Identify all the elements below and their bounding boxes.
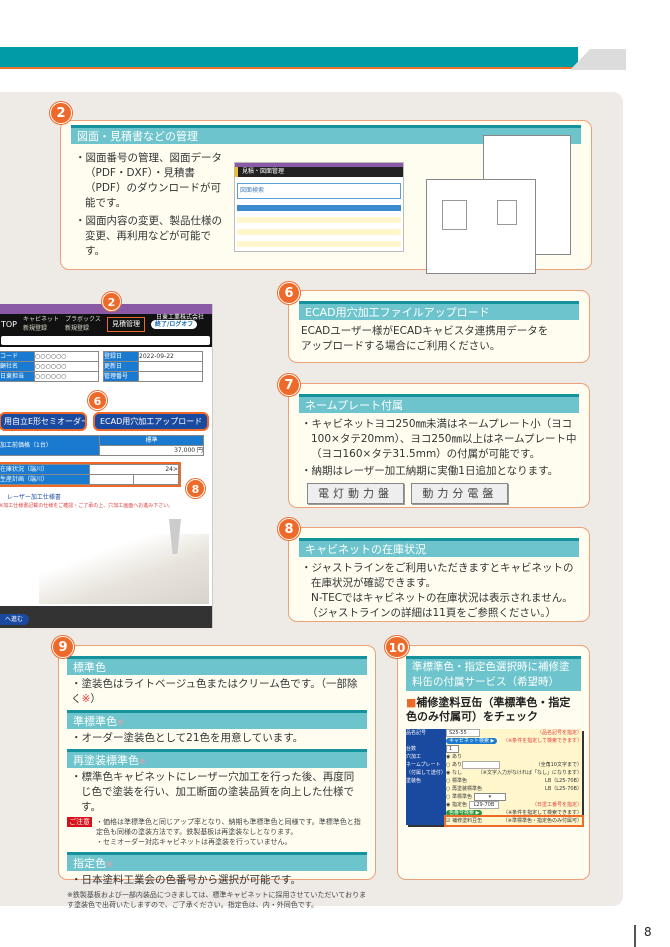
price-table: 加工前価格（1台）標準 37,000 円 bbox=[0, 435, 204, 456]
semi-order-button[interactable]: 用自立E形セミオーダー bbox=[0, 412, 87, 431]
next-button[interactable]: へ進む bbox=[0, 614, 30, 625]
section-8-bullet: ・ジャストラインをご利用いただきますとキャビネットの在庫状況が確認できます。 bbox=[301, 562, 574, 589]
laser-machine-image bbox=[39, 534, 209, 604]
estimate-management-screenshot: 見積・図面管理 図面検索 bbox=[234, 162, 404, 252]
section-6-title: ECAD用穴加工ファイルアップロード bbox=[299, 301, 579, 320]
specified-color-title: 指定色※ bbox=[67, 852, 367, 871]
section-6-text: アップロードする場合にご利用ください。 bbox=[301, 340, 501, 352]
shot-title: 見積・図面管理 bbox=[235, 167, 403, 177]
section-2-box: 図面・見積書などの管理 ・図面番号の管理、図面データ（PDF・DXF）・見積書（… bbox=[60, 120, 592, 274]
section-6-badge: 6 bbox=[278, 282, 300, 304]
semi-standard-color-title: 準標準色※ bbox=[67, 710, 367, 729]
ecad-upload-button[interactable]: ECAD用穴加工アップロード bbox=[93, 412, 210, 431]
stock-table: 在庫状況（端川）24> 生産計画（端川） bbox=[0, 462, 181, 487]
nav-cabinet[interactable]: キャビネット新規登録 bbox=[23, 316, 60, 332]
semi-standard-color-text: ・オーダー塗装色として21色を用意しています。 bbox=[71, 732, 304, 744]
section-7-badge: 7 bbox=[278, 374, 300, 396]
logout-button[interactable]: 終了/ログオフ bbox=[151, 319, 198, 329]
info-table-left: コード○○○○○○ 顧社名○○○○○○ 日東担当○○○○○○ bbox=[0, 351, 99, 382]
plate-no-radio[interactable]: ◉ なし （※文字入力がなければ「なし」になります） bbox=[446, 770, 582, 776]
section-7-title: ネームプレート付属 bbox=[299, 394, 579, 413]
section-2-badge: 2 bbox=[50, 102, 72, 124]
section-7-bullet: ・キャビネットヨコ250㎜未満はネームプレート小（ヨコ100×タテ20mm）、ヨ… bbox=[301, 418, 577, 460]
nameplate-sample: 動力分電盤 bbox=[411, 483, 509, 504]
laser-head-image bbox=[169, 519, 181, 554]
spec-note: ※加工仕様書記載の仕様をご確認・ご了承の上、穴加工画面へお進み下さい。 bbox=[0, 503, 174, 509]
section-6-text: ECADユーザー様がECADキャビスタ連携用データを bbox=[301, 325, 549, 337]
portal-badge-2: 2 bbox=[102, 292, 121, 311]
repaint-color-text: ・標準色キャビネットにレーザー穴加工を行った後、再度同じ色で塗装を行い、加工断面… bbox=[71, 771, 355, 813]
paint-specified-radio[interactable]: ◉ 指定色 L29-70B（日塗工番号を指定） bbox=[446, 801, 582, 809]
shot-search: 図面検索 bbox=[237, 183, 401, 199]
laser-spec-link[interactable]: レーザー加工仕様書 bbox=[7, 494, 61, 501]
plate-yes-radio[interactable]: ○ あり （全角10文字まで） bbox=[446, 761, 582, 769]
section-2-title: 図面・見積書などの管理 bbox=[71, 125, 581, 144]
page-divider bbox=[634, 925, 636, 947]
caution-label: ご注意 bbox=[67, 817, 92, 827]
order-form: 品名記号 S25-55 （品名記号を指定） キャビネット検索 ▶ （※条件を指定… bbox=[406, 729, 584, 827]
portal-badge-8: 8 bbox=[186, 479, 205, 498]
section-9-box: 標準色 ・塗装色はライトベージュ色またはクリーム色です。（一部除く※） 準標準色… bbox=[58, 645, 376, 909]
standard-color-text: ・塗装色はライトベージュ色またはクリーム色です。（一部除く bbox=[71, 678, 358, 705]
caution-note: ・セミオーダー対応キャビネットは再塗装を行っていません。 bbox=[96, 838, 292, 846]
header-band-tail bbox=[570, 49, 626, 70]
standard-color-title: 標準色 bbox=[67, 656, 367, 675]
nameplate-sample: 電灯動力盤 bbox=[307, 483, 404, 504]
section-7-bullet: ・納期はレーザー加工納期に実働1日追加となります。 bbox=[301, 465, 559, 477]
specified-color-footnote: ※鉄製基板および一部内装品につきましては、標準キャビネットに採用させていただいて… bbox=[67, 891, 367, 909]
section-8-text: N-TECではキャビネットの在庫状況は表示されません。 bbox=[311, 592, 573, 604]
section-10-title: 準標準色・指定色選択時に補修塗料缶の付属サービス（希望時） bbox=[406, 656, 581, 691]
cabinet-search-button[interactable]: キャビネット検索 ▶ bbox=[446, 738, 498, 744]
model-input[interactable]: S25-55 bbox=[446, 729, 480, 737]
portal-badge-6: 6 bbox=[88, 391, 107, 410]
nav-estimate[interactable]: 見積管理 bbox=[107, 316, 146, 332]
paint-semi-radio[interactable]: ○ 準標準色 ▾ bbox=[446, 793, 582, 801]
section-10-subtitle: ■補修塗料豆缶（準標準色・指定色のみ付属可）をチェック bbox=[406, 696, 571, 723]
section-2-bullet: ・図面内容の変更、製品仕様の変更、再利用などが可能です。 bbox=[75, 215, 222, 257]
company-name: 日東工業株式会社 bbox=[155, 314, 204, 321]
section-9-badge: 9 bbox=[52, 636, 74, 658]
header-band bbox=[0, 47, 578, 69]
drawing-image bbox=[426, 179, 536, 274]
nav-top[interactable]: TOP bbox=[1, 319, 18, 329]
quantity-select[interactable]: 1 bbox=[446, 745, 460, 753]
specified-color-text: ・日本塗料工業会の色番号から選択が可能です。 bbox=[71, 874, 301, 886]
section-8-badge: 8 bbox=[278, 518, 300, 540]
portal-screenshot: 日東工業株式会社 TOP キャビネット新規登録 プラボックス新規登録 見積管理 … bbox=[0, 304, 213, 628]
section-8-box: キャビネットの在庫状況 ・ジャストラインをご利用いただきますとキャビネットの在庫… bbox=[288, 527, 590, 622]
section-10-box: 準標準色・指定色選択時に補修塗料缶の付属サービス（希望時） ■補修塗料豆缶（準標… bbox=[397, 645, 590, 880]
section-8-title: キャビネットの在庫状況 bbox=[299, 538, 579, 557]
section-2-bullet: ・図面番号の管理、図面データ（PDF・DXF）・見積書（PDF）のダウンロードが… bbox=[75, 152, 222, 209]
caution-note: ・価格は準標準色と同じアップ率となり、納期も準標準色と同様です。準標準色と指定色… bbox=[96, 818, 361, 836]
touchup-paint-checkbox[interactable]: ☑ 補修塗料豆缶（※準標準色・指定色のみ付属可） bbox=[444, 815, 584, 827]
page-number: 8 bbox=[644, 925, 652, 939]
section-10-badge: 10 bbox=[385, 636, 409, 658]
nav-plabox[interactable]: プラボックス新規登録 bbox=[65, 316, 101, 332]
hole-radio[interactable]: ◉ あり bbox=[446, 754, 462, 760]
section-7-box: ネームプレート付属 ・キャビネットヨコ250㎜未満はネームプレート小（ヨコ100… bbox=[288, 383, 590, 508]
color-search-button[interactable]: 色番号検索 ▶ bbox=[446, 810, 483, 816]
section-8-text: （ジャストラインの詳細は11頁をご参照ください。） bbox=[307, 607, 557, 619]
section-6-box: ECAD用穴加工ファイルアップロード ECADユーザー様がECADキャビスタ連携… bbox=[288, 290, 590, 363]
repaint-color-title: 再塗装標準色※ bbox=[67, 749, 367, 768]
